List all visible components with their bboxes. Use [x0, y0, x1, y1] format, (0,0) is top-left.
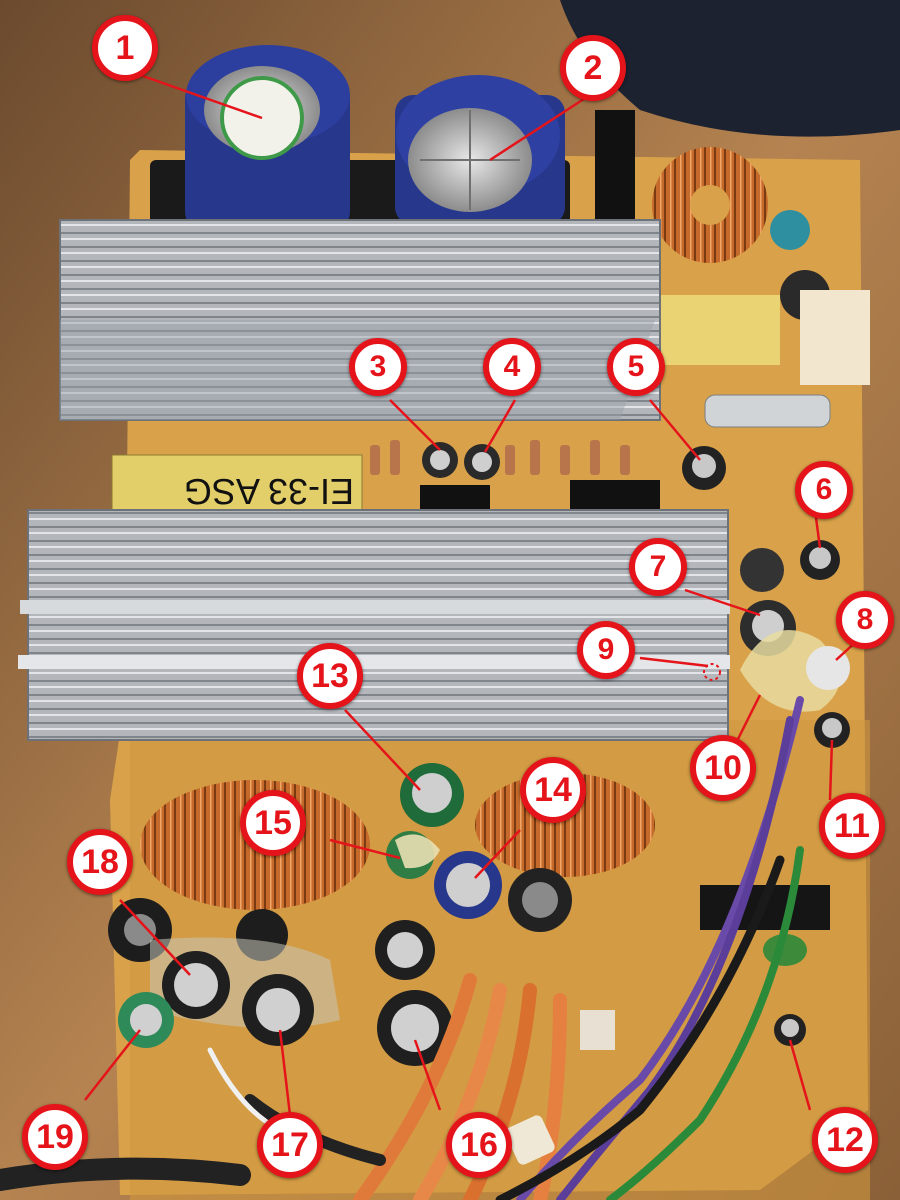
callout-9: 9	[577, 621, 635, 679]
callout-16: 16	[446, 1112, 512, 1178]
callout-11: 11	[819, 793, 885, 859]
callout-1: 1	[92, 15, 158, 81]
callout-18: 18	[67, 829, 133, 895]
callout-pointers	[84, 73, 859, 1116]
callout-10: 10	[690, 735, 756, 801]
secondary-heatsink	[18, 509, 730, 741]
callout-5: 5	[607, 338, 665, 396]
black-switch-block	[595, 110, 635, 220]
y-capacitor	[770, 210, 810, 250]
output-toroid-small	[475, 773, 655, 877]
callout-6: 6	[795, 461, 853, 519]
callout-15: 15	[240, 790, 306, 856]
cable-tie	[505, 1115, 555, 1165]
callout-8: 8	[836, 591, 894, 649]
output-wire-bundle	[0, 696, 804, 1200]
callout-13: 13	[297, 643, 363, 709]
callout-7: 7	[629, 538, 687, 596]
callout-12: 12	[812, 1107, 878, 1173]
callout-19: 19	[22, 1104, 88, 1170]
bulk-capacitor-2	[395, 75, 565, 225]
dark-background	[560, 0, 900, 137]
callout-17: 17	[257, 1112, 323, 1178]
callout-3: 3	[349, 338, 407, 396]
x-capacitor	[660, 295, 780, 365]
callout-14: 14	[520, 757, 586, 823]
callout-4: 4	[483, 338, 541, 396]
transformer-label: EI-33 ASG	[184, 471, 354, 512]
bulk-capacitor-1	[185, 45, 350, 230]
ac-connector	[800, 290, 870, 385]
fuse	[704, 394, 831, 428]
callout-2: 2	[560, 35, 626, 101]
resistor-row	[370, 440, 630, 475]
callout-9-marker	[703, 663, 721, 681]
